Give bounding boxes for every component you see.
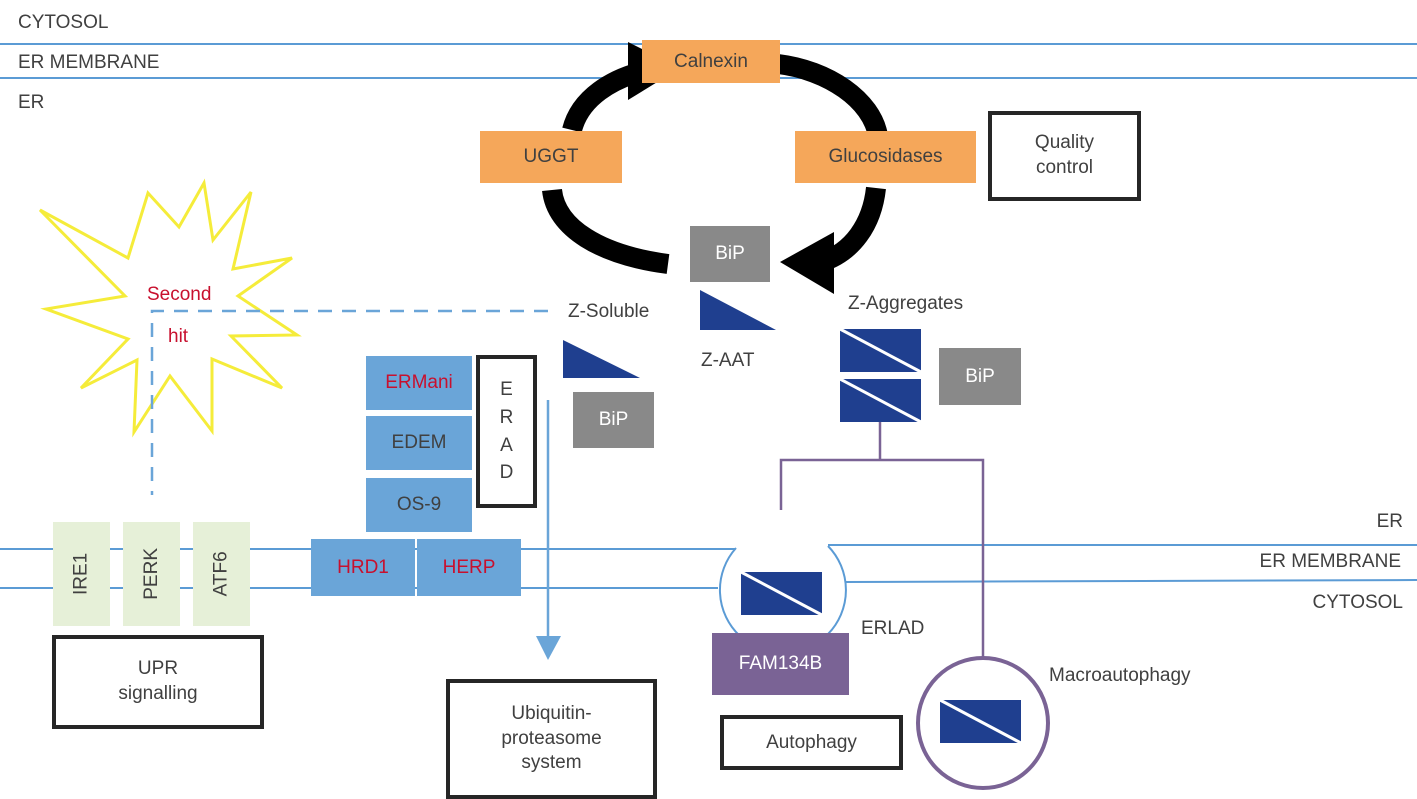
calnexin-box: Calnexin xyxy=(642,40,780,83)
cycle-arrow-calnexin-to-glucosidases xyxy=(776,54,888,139)
quality-control-line1: Quality xyxy=(1034,132,1095,154)
z-soluble-label: Z-Soluble xyxy=(568,301,650,322)
label-bottom-er: ER xyxy=(1376,511,1403,532)
macroautophagy-cargo xyxy=(939,698,1022,745)
z-aggregate-bottom xyxy=(839,377,922,424)
z-aggregate-top xyxy=(839,327,922,374)
hrd1-box: HRD1 xyxy=(311,539,415,596)
quality-control-line2: control xyxy=(1035,157,1093,178)
label-top-er-membrane: ER MEMBRANE xyxy=(18,52,160,73)
macroautophagy-label: Macroautophagy xyxy=(1049,665,1191,686)
bip-box-top: BiP xyxy=(690,226,770,282)
erad-letter-d: D xyxy=(499,462,514,484)
erad-letter-r: R xyxy=(499,406,514,428)
second-hit-starburst xyxy=(38,178,302,438)
cycle-arrow-to-uggt xyxy=(542,188,670,274)
proteasome-arrowhead xyxy=(536,636,561,660)
ubiquitin-line2: proteasome xyxy=(501,727,602,749)
z-aggregates-label: Z-Aggregates xyxy=(848,293,964,314)
os9-box: OS-9 xyxy=(366,478,472,532)
glucosidases-box: Glucosidases xyxy=(795,131,976,183)
erlad-cargo xyxy=(740,570,823,617)
ubiquitin-proteasome-box: Ubiquitin- proteasome system xyxy=(446,679,657,799)
bip-box-soluble: BiP xyxy=(573,392,654,448)
label-bottom-cytosol: CYTOSOL xyxy=(1312,592,1403,613)
label-top-cytosol: CYTOSOL xyxy=(18,12,109,33)
second-hit-label-line2: hit xyxy=(168,326,189,347)
fam134b-box: FAM134B xyxy=(712,633,849,695)
upr-signalling-line1: UPR xyxy=(137,658,179,680)
erad-letter-e: E xyxy=(500,379,513,401)
second-hit-dashed-line xyxy=(150,309,548,495)
bip-box-aggregates: BiP xyxy=(939,348,1021,405)
ire1-box: IRE1 xyxy=(53,522,110,626)
cycle-arrowhead-bip xyxy=(780,232,834,294)
edem-box: EDEM xyxy=(366,416,472,470)
perk-label: PERK xyxy=(140,548,162,600)
z-soluble-triangle xyxy=(563,340,640,378)
quality-control-box: Quality control xyxy=(988,111,1141,201)
label-top-er: ER xyxy=(18,92,45,113)
perk-box: PERK xyxy=(123,522,180,626)
uggt-box: UGGT xyxy=(480,131,622,183)
label-bottom-er-membrane: ER MEMBRANE xyxy=(1259,551,1401,572)
second-hit-label-line1: Second xyxy=(147,284,212,305)
upr-signalling-box: UPR signalling xyxy=(52,635,264,729)
herp-box: HERP xyxy=(417,539,521,596)
ire1-label: IRE1 xyxy=(70,552,92,596)
autophagy-box: Autophagy xyxy=(720,715,903,770)
ubiquitin-line1: Ubiquitin- xyxy=(511,702,592,724)
z-aat-label: Z-AAT xyxy=(701,350,755,371)
atf6-label: ATF6 xyxy=(210,551,232,597)
z-aat-triangle xyxy=(700,290,776,330)
ermani-box: ERMani xyxy=(366,356,472,410)
erlad-label: ERLAD xyxy=(861,618,925,639)
ubiquitin-line3: system xyxy=(521,752,582,774)
atf6-box: ATF6 xyxy=(193,522,250,626)
erad-letter-a: A xyxy=(500,434,513,456)
upr-signalling-line2: signalling xyxy=(118,683,198,704)
aggregate-connector xyxy=(779,422,985,658)
erad-box: E R A D xyxy=(476,355,537,508)
